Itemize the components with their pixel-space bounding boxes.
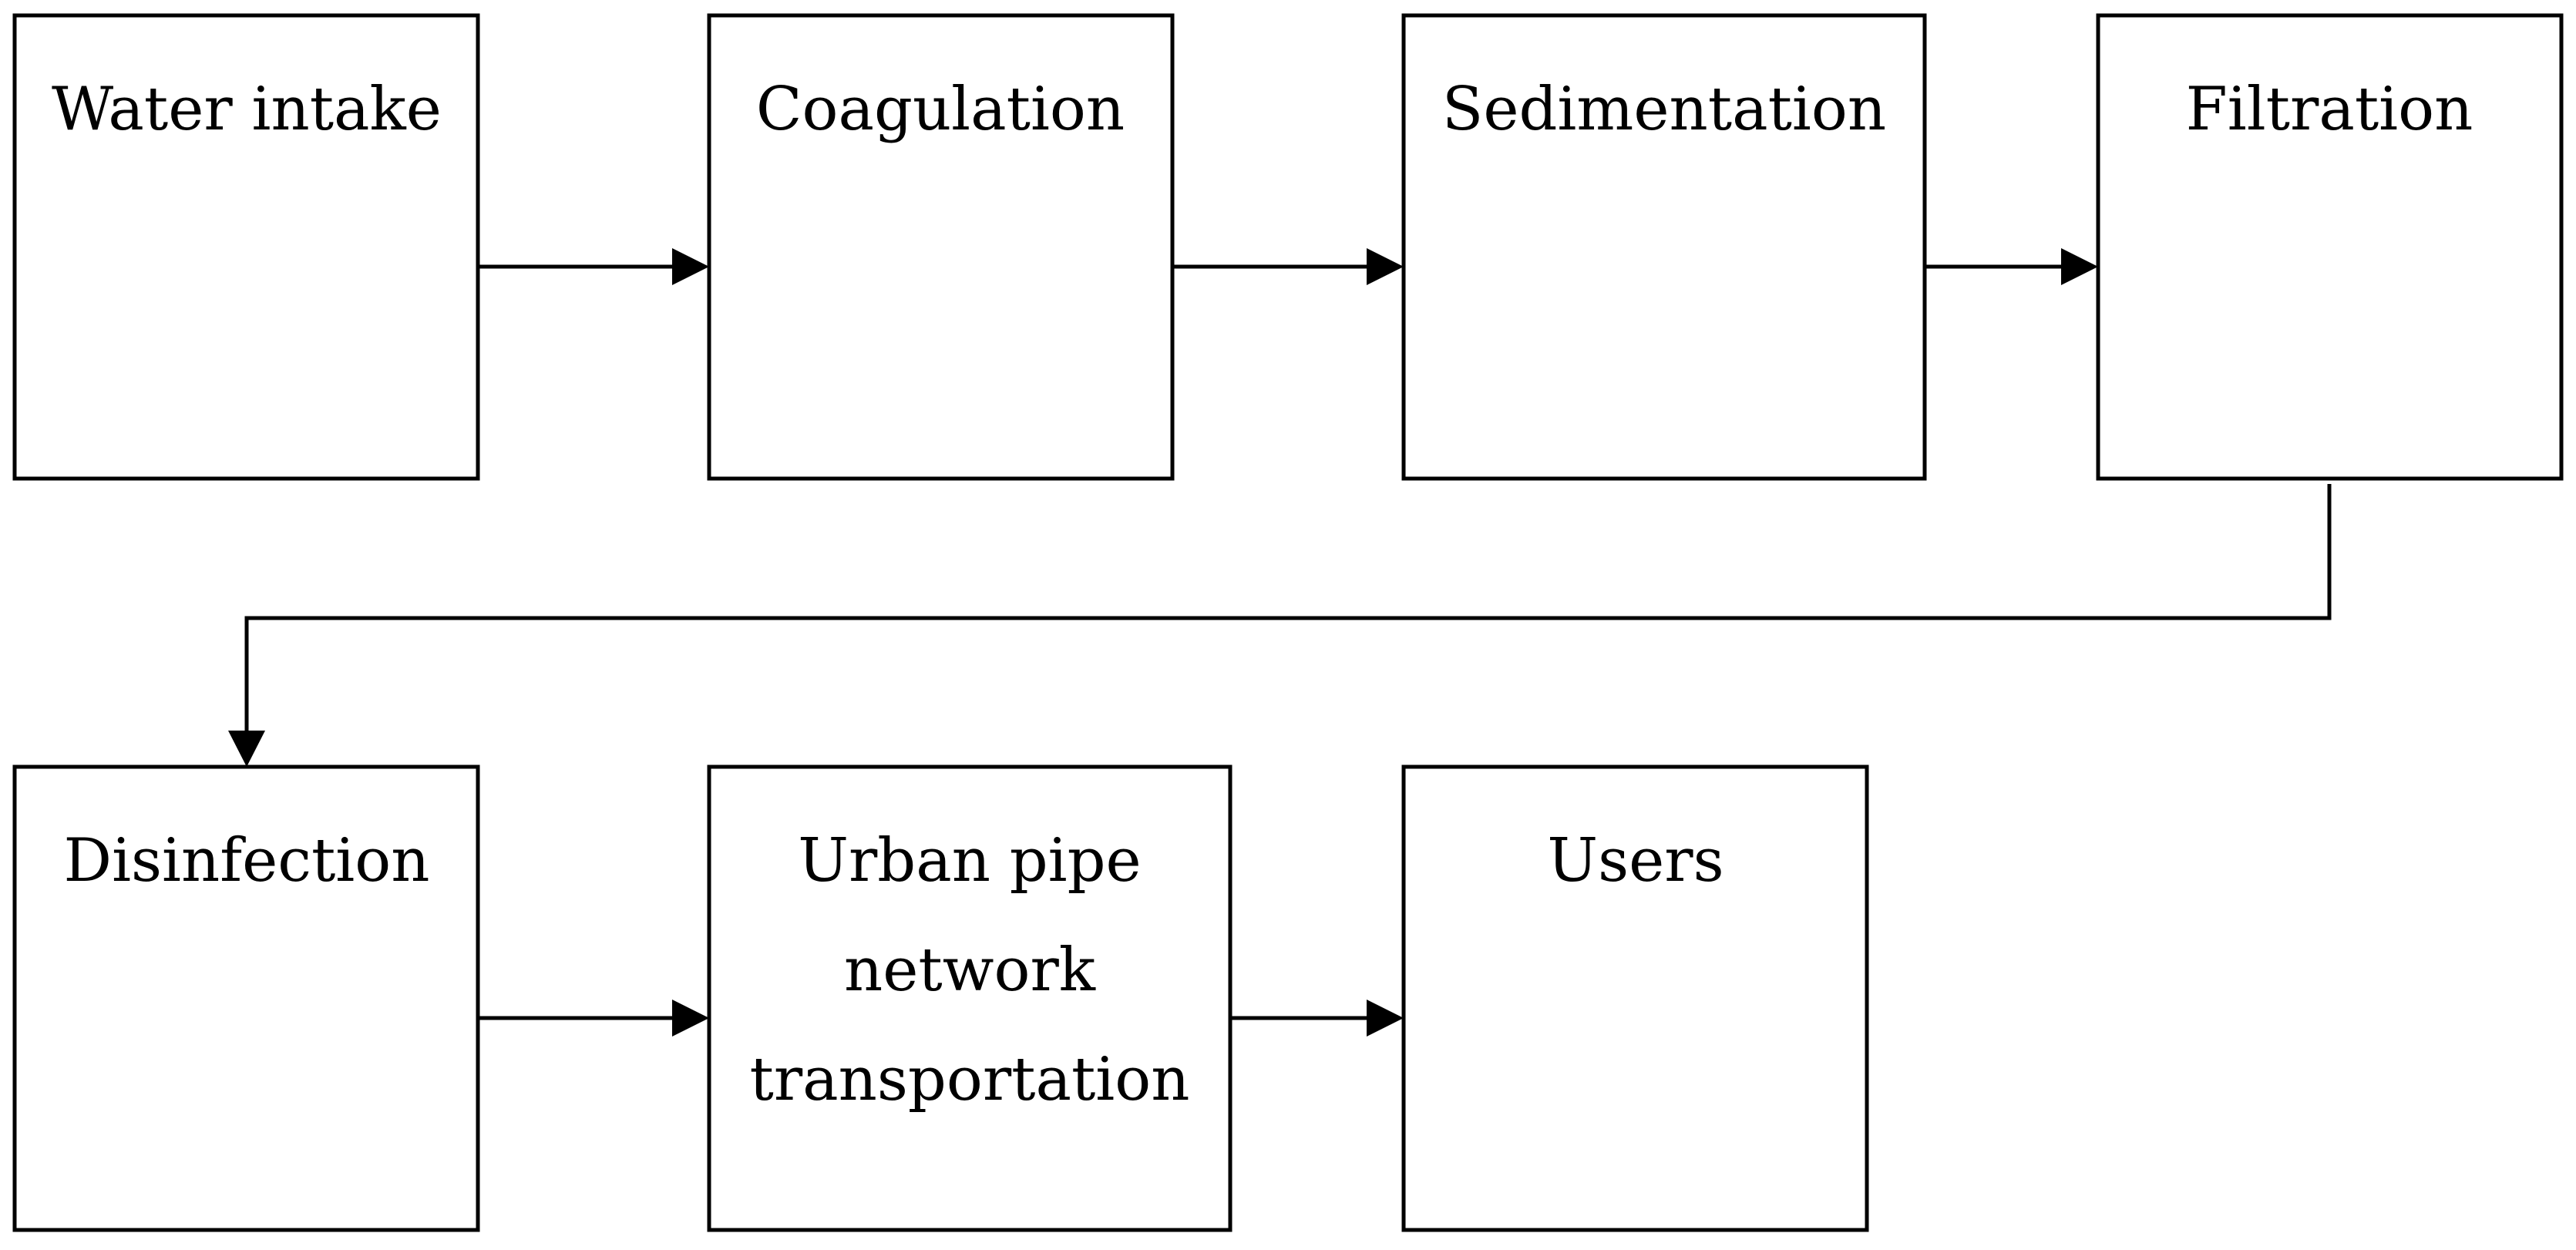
- arrow-coagulation-to-sedimentation: [1172, 248, 1404, 285]
- step-label: Users: [1547, 826, 1723, 895]
- step-urban-pipe-network-transportation: Urban pipe network transportation: [707, 764, 1233, 1232]
- step-filtration: Filtration: [2096, 13, 2564, 481]
- step-water-intake: Water intake: [12, 13, 480, 481]
- arrow-water-intake-to-coagulation: [478, 248, 709, 285]
- step-users: Users: [1401, 764, 1869, 1232]
- arrow-disinfection-to-urban-pipe-network: [478, 1000, 709, 1037]
- step-label: Disinfection: [64, 826, 430, 895]
- step-disinfection: Disinfection: [12, 764, 480, 1232]
- step-label-line-2: network: [844, 936, 1096, 1005]
- arrow-sedimentation-to-filtration: [1925, 248, 2098, 285]
- step-label-line-1: Urban pipe: [798, 826, 1141, 895]
- step-label-line-3: transportation: [750, 1045, 1190, 1114]
- step-label: Coagulation: [756, 75, 1125, 144]
- step-label: Water intake: [52, 75, 442, 144]
- arrow-urban-pipe-network-to-users: [1230, 1000, 1404, 1037]
- step-coagulation: Coagulation: [707, 13, 1175, 481]
- arrow-filtration-to-disinfection: [228, 484, 2332, 767]
- step-sedimentation: Sedimentation: [1401, 13, 1927, 481]
- step-label: Sedimentation: [1442, 75, 1886, 144]
- step-label: Filtration: [2186, 75, 2473, 144]
